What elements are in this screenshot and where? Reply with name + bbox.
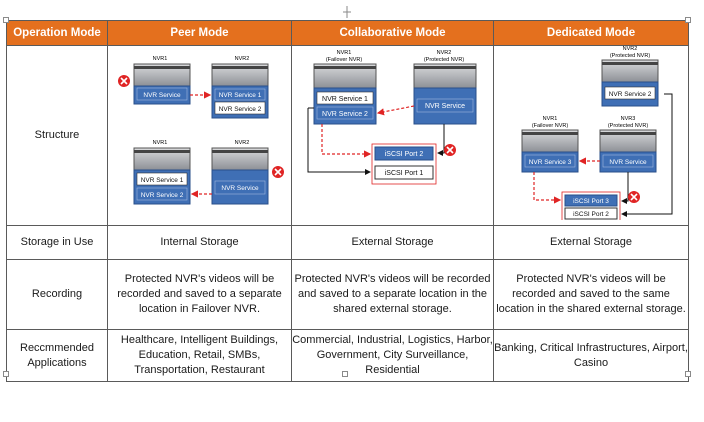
ded-iscsi-port-3-label: iSCSI Port 3: [573, 198, 609, 205]
peer-bottom-nvr-service-2-label: NVR Service 2: [141, 192, 184, 199]
ded-nvr2-label: NVR2: [623, 46, 638, 52]
collaborative-mode-diagram-cell: NVR1 (Failover NVR) NVR Service 1 NVR Se…: [291, 45, 494, 226]
collab-nvr2-label: NVR2: [437, 50, 452, 56]
row-label-storage: Storage in Use: [6, 225, 108, 260]
row-label-applications: Reccmmended Applications: [6, 329, 108, 382]
resize-handle-top-right[interactable]: [685, 17, 691, 23]
dedicated-mode-diagram: NVR2 (Protected NVR) NVR Service 2 NVR1 …: [521, 46, 673, 223]
peer-bottom-nvr-service-1-label: NVR Service 1: [141, 177, 184, 184]
dedicated-recording-cell: Protected NVR's videos will be recorded …: [493, 259, 689, 330]
header-peer-mode: Peer Mode: [107, 20, 292, 46]
collab-nvr-service-2-label: NVR Service 2: [322, 111, 368, 118]
dedicated-mode-diagram-cell: NVR2 (Protected NVR) NVR Service 2 NVR1 …: [493, 45, 689, 226]
collab-storage-box: [371, 143, 437, 185]
peer-storage-cell: Internal Storage: [107, 225, 292, 260]
peer-bottom-nvr2-label: NVR2: [235, 140, 250, 146]
ded-nvr-service-2-label: NVR Service 2: [609, 91, 652, 98]
ded-nvr1-role: (Failover NVR): [532, 123, 569, 129]
storage-row: Storage in Use Internal Storage External…: [6, 225, 689, 260]
header-collaborative-mode: Collaborative Mode: [291, 20, 494, 46]
peer-bottom-nvr1-label: NVR1: [153, 140, 168, 146]
peer-mode-diagram-cell: NVR1 NVR Service NVR2 NVR Service 1 NV: [107, 45, 292, 226]
collab-applications-cell: Commercial, Industrial, Logistics, Harbo…: [291, 329, 494, 382]
peer-top-nvr2-label: NVR2: [235, 56, 250, 62]
peer-recording-cell: Protected NVR's videos will be recorded …: [107, 259, 292, 330]
peer-top-nvr-service-label: NVR Service: [143, 92, 181, 99]
collaborative-mode-diagram: NVR1 (Failover NVR) NVR Service 1 NVR Se…: [307, 50, 477, 185]
ded-nvr2-role: (Protected NVR): [610, 53, 651, 59]
ded-nvr1-label: NVR1: [543, 116, 558, 122]
header-operation-mode: Operation Mode: [6, 20, 108, 46]
mode-comparison-table: Operation Mode Peer Mode Collaborative M…: [6, 20, 689, 382]
ded-nvr3-label: NVR3: [621, 116, 636, 122]
recording-row: Recording Protected NVR's videos will be…: [6, 259, 689, 330]
peer-top-nvr-service-1-label: NVR Service 1: [219, 92, 262, 99]
resize-handle-bottom-left[interactable]: [3, 371, 9, 377]
resize-handle-bottom-right[interactable]: [685, 371, 691, 377]
ded-nvr-service-label: NVR Service: [609, 159, 647, 166]
resize-handle-top-left[interactable]: [3, 17, 9, 23]
ded-iscsi-port-2-label: iSCSI Port 2: [573, 211, 609, 218]
peer-top-takeover-box: [214, 101, 266, 115]
collab-nvr1-label: NVR1: [337, 50, 352, 56]
collab-iscsi-port-2-label: iSCSI Port 2: [385, 151, 424, 158]
dedicated-applications-cell: Banking, Critical Infrastructures, Airpo…: [493, 329, 689, 382]
peer-top-nvr1-label: NVR1: [153, 56, 168, 62]
collab-nvr1-role: (Failover NVR): [326, 57, 363, 63]
row-label-recording: Recording: [6, 259, 108, 330]
structure-row: Structure: [6, 45, 689, 226]
collab-nvr2-role: (Protected NVR): [424, 57, 465, 63]
row-label-structure: Structure: [6, 45, 108, 226]
peer-top-nvr-service-2-label: NVR Service 2: [219, 106, 262, 113]
peer-mode-diagram: NVR1 NVR Service NVR2 NVR Service 1 NV: [118, 56, 284, 205]
header-dedicated-mode: Dedicated Mode: [493, 20, 689, 46]
collab-iscsi-port-1-label: iSCSI Port 1: [385, 170, 424, 177]
peer-top-nvr-service-box: [136, 87, 188, 101]
collab-recording-cell: Protected NVR's videos will be recorded …: [291, 259, 494, 330]
ded-nvr-service-3-label: NVR Service 3: [529, 159, 572, 166]
collab-nvr-service-label: NVR Service: [425, 103, 465, 110]
rotate-handle-icon[interactable]: [342, 6, 352, 18]
dedicated-storage-cell: External Storage: [493, 225, 689, 260]
header-row: Operation Mode Peer Mode Collaborative M…: [6, 20, 689, 46]
peer-bottom-nvr-service-label: NVR Service: [221, 185, 259, 192]
collab-storage-cell: External Storage: [291, 225, 494, 260]
resize-handle-bottom-center[interactable]: [342, 371, 348, 377]
applications-row: Reccmmended Applications Healthcare, Int…: [6, 329, 689, 382]
peer-applications-cell: Healthcare, Intelligent Buildings, Educa…: [107, 329, 292, 382]
collab-nvr-service-1-label: NVR Service 1: [322, 96, 368, 103]
ded-nvr3-role: (Protected NVR): [608, 123, 649, 129]
